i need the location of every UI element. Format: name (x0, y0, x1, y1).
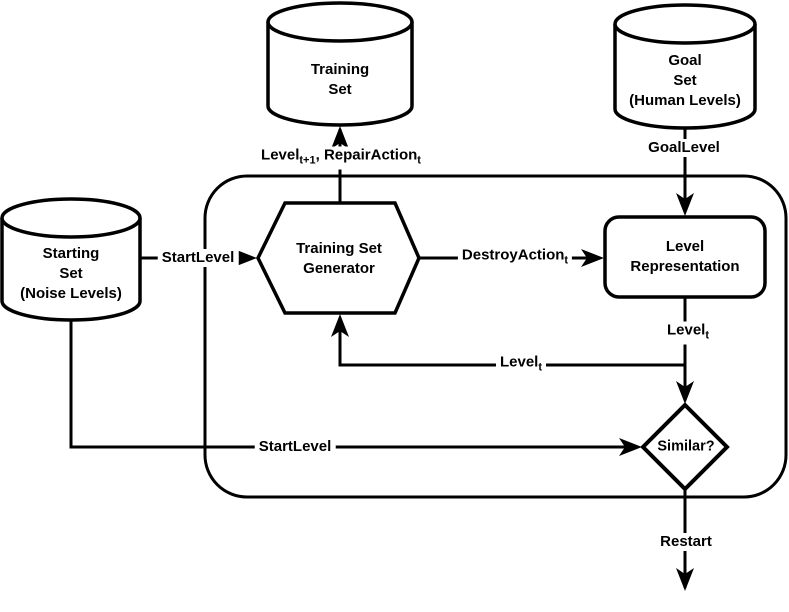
edge-label-restart: Restart (656, 533, 716, 551)
arrowhead-restart (676, 568, 694, 591)
edge-label-goal-level: GoalLevel (644, 139, 724, 157)
edge-line-level-t-feedback (338, 319, 685, 367)
generator-label: Training Set Generator (296, 240, 382, 277)
arrowhead-to-training-set (331, 126, 349, 149)
edge-label-destroy-action: DestroyActiont (457, 246, 573, 270)
edge-label-to-training-set: Levelt+1, RepairActiont (257, 146, 425, 170)
starting-set-cylinder-body (0, 218, 142, 322)
goal-set-cylinder-body (613, 24, 757, 130)
similar-label: Similar? (657, 438, 715, 455)
edge-label-start-level-to-generator: StartLevel (157, 249, 239, 267)
arrowhead-goal-level (676, 193, 694, 216)
generator-hexagon (256, 201, 421, 315)
goal-set-cylinder-top (613, 3, 757, 45)
goal-set-label: Goal Set (Human Levels) (629, 52, 741, 109)
edge-label-start-level-to-similar: StartLevel (254, 438, 336, 456)
training-set-cylinder-body (266, 22, 414, 127)
starting-set-label: Starting Set (Noise Levels) (20, 245, 122, 302)
arrowhead-start-level-to-generator (234, 249, 257, 267)
training-set-cylinder-top (266, 1, 414, 43)
edge-label-level-t-feedback: Levelt (495, 353, 547, 377)
arrowhead-destroy-action (581, 249, 604, 267)
arrowhead-start-level-to-similar (619, 438, 642, 456)
arrowhead-level-t-feedback (331, 314, 349, 337)
edge-line-start-level-to-similar (69, 320, 638, 449)
similar-diamond (640, 402, 730, 492)
arrowhead-level-t-down (676, 381, 694, 404)
training-set-label: Training Set (310, 61, 370, 98)
edge-label-level-t-down: Levelt (662, 321, 714, 345)
system-boundary-box (203, 174, 788, 499)
starting-set-cylinder-top (0, 197, 142, 239)
level-representation-box (603, 215, 767, 299)
level-representation-label: Level Representation (630, 238, 740, 275)
